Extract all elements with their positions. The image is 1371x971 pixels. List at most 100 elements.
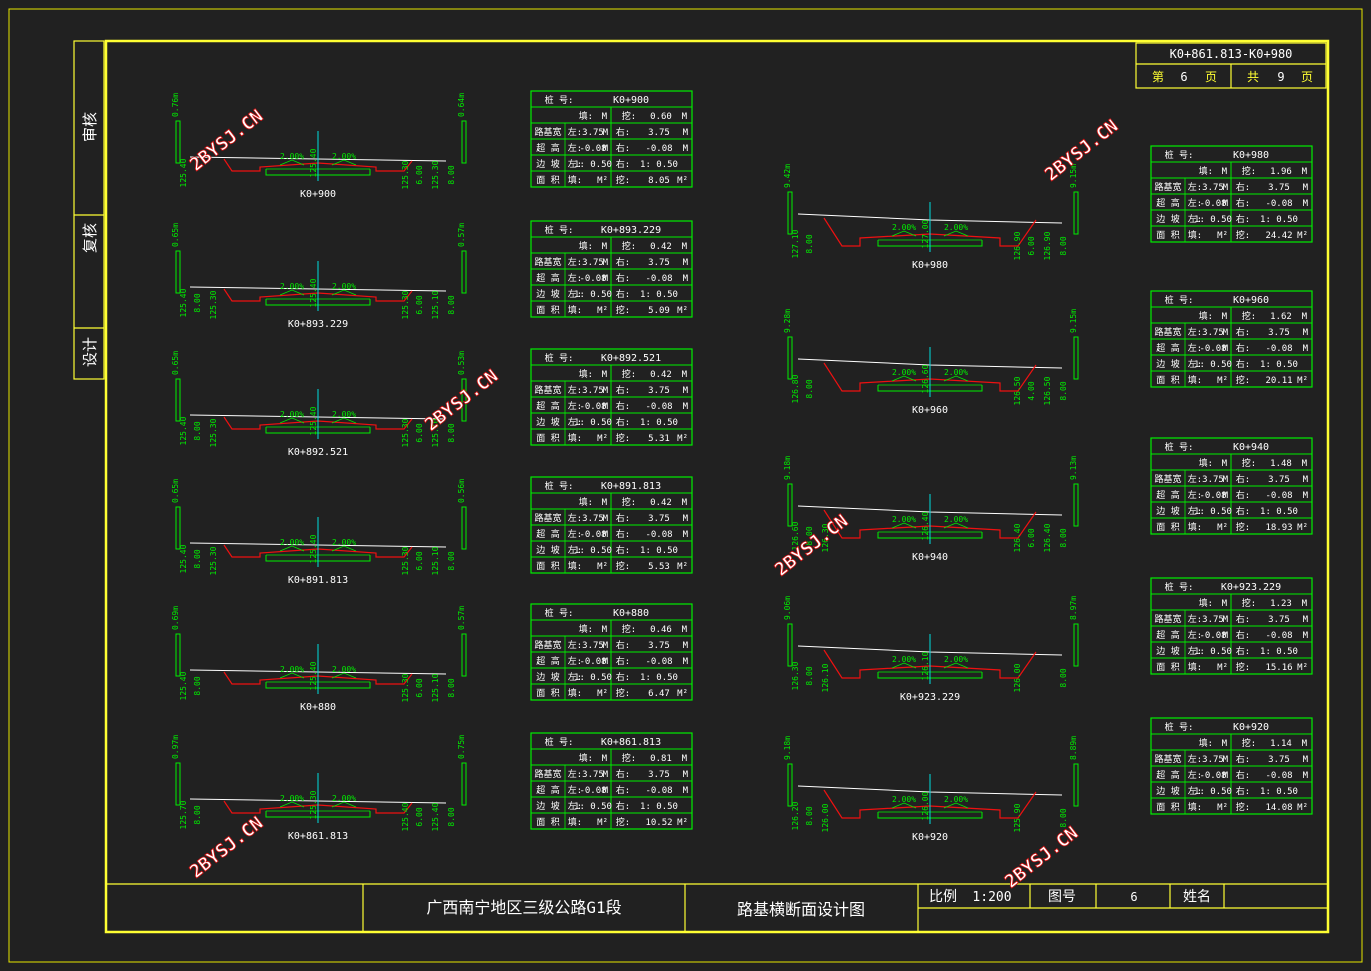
unit: M² — [1217, 523, 1228, 533]
grade-right: 2.00% — [944, 223, 968, 232]
grade-right: 2.00% — [944, 515, 968, 524]
right-value: 3.75 — [648, 770, 670, 780]
height-bar-right — [1073, 763, 1079, 807]
elev-left: 125.40 — [179, 416, 188, 445]
unit: M — [603, 144, 609, 154]
unit: M² — [1297, 231, 1308, 241]
right-value: 3.75 — [1268, 475, 1290, 485]
unit: M — [1302, 167, 1308, 177]
height-bar-left — [175, 506, 181, 550]
unit: M — [602, 498, 608, 508]
left-label: 左: — [1188, 613, 1202, 625]
unit: M — [603, 514, 609, 524]
left-label: 填: — [568, 174, 582, 186]
left-label: 左: — [568, 784, 582, 796]
crown-mark-right — [331, 159, 357, 166]
left-label: 左: — [1188, 629, 1202, 641]
grade-left: 2.00% — [280, 152, 304, 161]
section-station-label: K0+880 — [300, 702, 336, 713]
unit: M — [603, 530, 609, 540]
height-bar-right — [1073, 336, 1079, 380]
right-label: 挖: — [616, 687, 630, 699]
unit: M — [1223, 491, 1229, 501]
row-label: 超 高 — [536, 142, 559, 154]
elev-left-2: 126.30 — [821, 523, 830, 552]
crown-mark-right — [943, 230, 969, 237]
left-value: 3.75 — [1202, 755, 1224, 765]
elev-center: 125.40 — [309, 406, 318, 435]
station-label: 桩 号: — [545, 736, 574, 748]
scale-label: 比例 — [929, 889, 957, 905]
elev-center: 127.00 — [921, 219, 930, 248]
unit: M — [1302, 739, 1308, 749]
grade-right: 2.00% — [944, 795, 968, 804]
left-label: 左: — [1188, 358, 1202, 370]
section-station-label: K0+960 — [912, 405, 948, 416]
elev-left: 125.40 — [179, 544, 188, 573]
row-label: 面 积 — [536, 560, 559, 572]
elev-right: 125.30 — [401, 673, 410, 702]
unit: M — [603, 274, 609, 284]
elev-right-2: 125.40 — [431, 802, 440, 831]
cut-value: 0.42 — [650, 370, 672, 380]
watermark-text: 2BYSJ.CN — [421, 366, 502, 436]
grade-right: 2.00% — [332, 538, 356, 547]
unit: M — [683, 657, 689, 667]
right-value: -0.08 — [1265, 631, 1292, 641]
left-value: -0.08 — [579, 144, 606, 154]
height-bar-right — [461, 250, 467, 294]
height-left: 9.18m — [783, 736, 792, 760]
left-label: 左: — [568, 256, 582, 268]
station-value: K0+900 — [613, 95, 649, 106]
cut-label: 挖: — [1242, 597, 1256, 609]
unit: M² — [1297, 523, 1308, 533]
left-label: 左: — [1188, 489, 1202, 501]
left-value: 3.75 — [582, 514, 604, 524]
page-label-1: 第 — [1152, 70, 1164, 84]
unit: M — [683, 514, 689, 524]
unit: M — [1222, 599, 1228, 609]
left-label: 填: — [1188, 521, 1202, 533]
right-label: 右: — [1236, 505, 1250, 517]
height-right: 9.15m — [1069, 164, 1078, 188]
row-label: 边 坡 — [536, 158, 559, 170]
unit: M — [682, 242, 688, 252]
fill-label: 填: — [1199, 597, 1213, 609]
right-label: 右: — [616, 400, 630, 412]
offset-left: 8.00 — [193, 676, 202, 695]
right-label: 右: — [1236, 213, 1250, 225]
right-label: 挖: — [616, 432, 630, 444]
approval-strip: 审核 复核 设计 — [73, 40, 105, 380]
offset-right: 6.00 — [415, 165, 424, 184]
right-label: 右: — [616, 800, 630, 812]
station-value: K0+960 — [1233, 295, 1269, 306]
height-bar-left — [175, 250, 181, 294]
fill-label: 填: — [1199, 457, 1213, 469]
cut-label: 挖: — [622, 368, 636, 380]
height-bar-left — [787, 623, 793, 667]
station-value: K0+980 — [1233, 150, 1269, 161]
station-label: 桩 号: — [1165, 149, 1194, 161]
title-block: 广西南宁地区三级公路G1段 路基横断面设计图 比例 1:200 图号 6 姓名 — [106, 883, 1328, 932]
elev-left: 125.40 — [179, 158, 188, 187]
unit: M² — [677, 562, 688, 572]
row-label: 超 高 — [536, 784, 559, 796]
elev-left-2: 125.30 — [209, 546, 218, 575]
left-value: 3.75 — [582, 386, 604, 396]
left-label: 左: — [568, 512, 582, 524]
height-right: 0.64m — [457, 93, 466, 117]
unit: M — [1223, 755, 1229, 765]
left-value: 1: 0.50 — [1194, 360, 1232, 370]
right-label: 右: — [1236, 489, 1250, 501]
row-label: 边 坡 — [536, 671, 559, 683]
right-value: -0.08 — [1265, 344, 1292, 354]
offset-right: 6.00 — [415, 423, 424, 442]
unit: M — [682, 754, 688, 764]
unit: M — [683, 386, 689, 396]
unit: M — [1303, 183, 1309, 193]
